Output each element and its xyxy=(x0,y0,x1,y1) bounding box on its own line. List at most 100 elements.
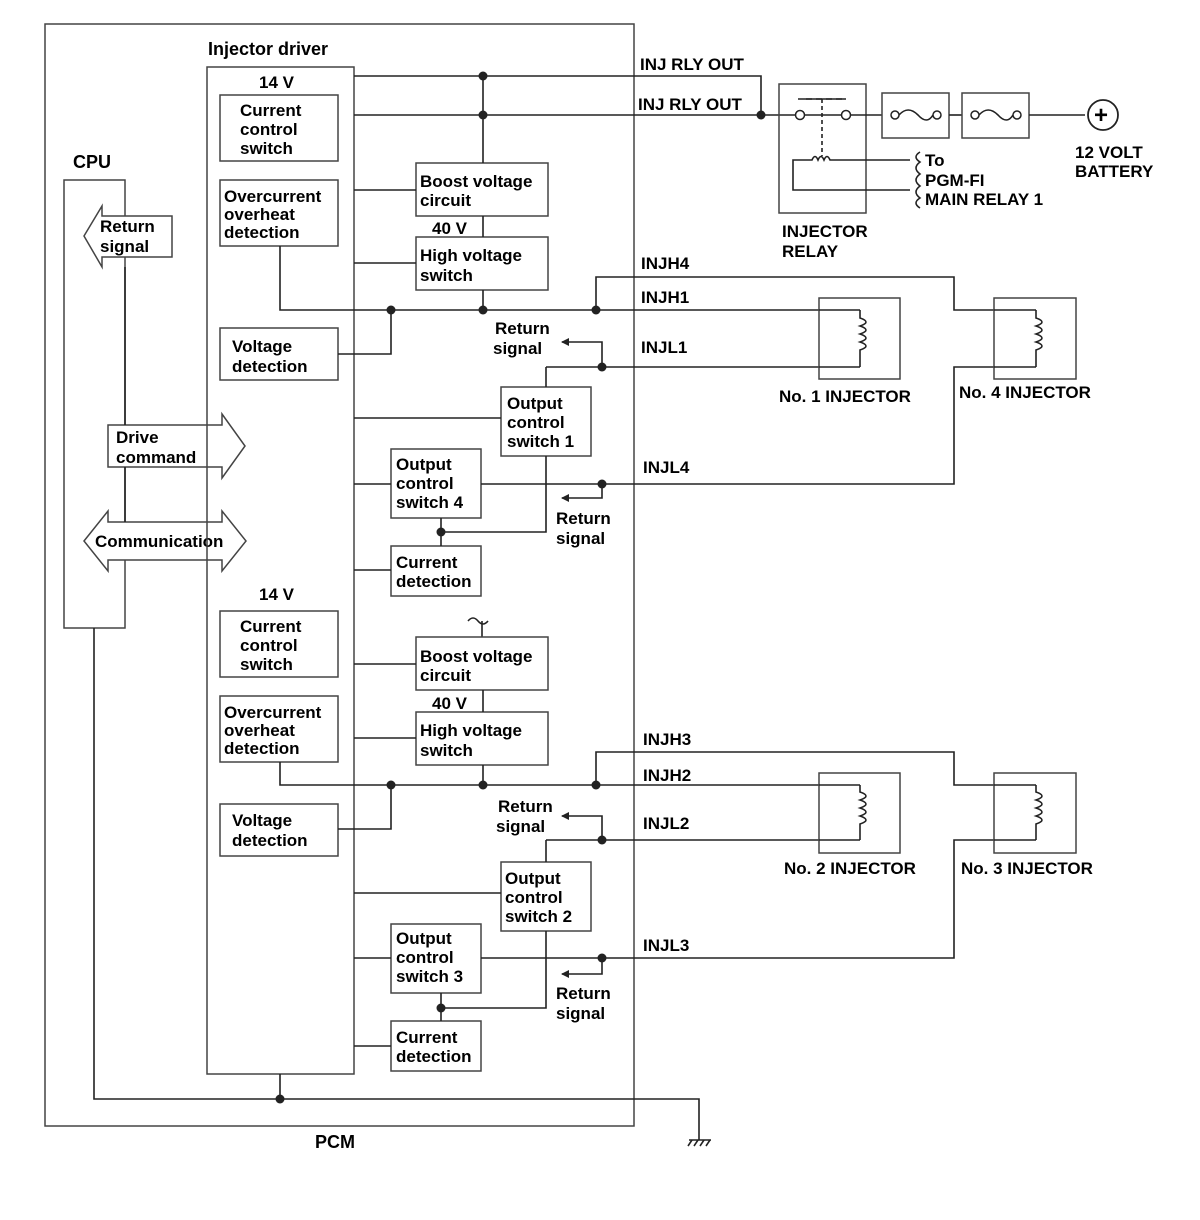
wiring xyxy=(93,75,994,1140)
svg-text:Return: Return xyxy=(495,319,550,338)
injector-relay-label-1: INJECTOR xyxy=(782,222,868,241)
svg-text:Output: Output xyxy=(507,394,563,413)
svg-text:signal: signal xyxy=(556,1004,605,1023)
svg-text:control: control xyxy=(240,636,298,655)
bank-a-boost-voltage-circuit: Boost voltage circuit xyxy=(415,162,549,217)
svg-text:Return: Return xyxy=(498,797,553,816)
cpu-label: CPU xyxy=(73,152,111,172)
inj-rly-out-1-label: INJ RLY OUT xyxy=(640,55,745,74)
injector-driver-label: Injector driver xyxy=(208,39,328,59)
svg-text:Overcurrent: Overcurrent xyxy=(224,187,322,206)
injh3-label: INJH3 xyxy=(643,730,691,749)
no4-injector-label: No. 4 INJECTOR xyxy=(959,383,1091,402)
svg-text:control: control xyxy=(507,413,565,432)
output-control-switch-1: Output control switch 1 xyxy=(500,386,592,457)
fuse-2-icon xyxy=(961,92,1030,139)
svg-text:detection: detection xyxy=(224,223,300,242)
svg-text:detection: detection xyxy=(232,357,308,376)
svg-text:+: + xyxy=(1094,102,1108,129)
inj-rly-out-2-label: INJ RLY OUT xyxy=(638,95,743,114)
bank-a-voltage-detection: Voltage detection xyxy=(219,327,339,381)
svg-text:circuit: circuit xyxy=(420,191,471,210)
injh2-label: INJH2 xyxy=(643,766,691,785)
svg-text:command: command xyxy=(116,448,196,467)
bank-b-boost-voltage-circuit: Boost voltage circuit xyxy=(415,636,549,691)
svg-text:control: control xyxy=(240,120,298,139)
bank-b-14v: 14 V xyxy=(259,585,295,604)
svg-text:Output: Output xyxy=(396,455,452,474)
svg-text:switch: switch xyxy=(420,741,473,760)
bank-b-voltage-detection: Voltage detection xyxy=(219,803,339,857)
bank-b-current-detection: Current detection xyxy=(390,1020,482,1072)
return-signal-arrow: Return signal xyxy=(83,203,173,270)
injector-2 xyxy=(818,772,901,854)
brace-icon xyxy=(915,151,922,209)
relay-to-label: To xyxy=(925,151,945,170)
svg-text:switch: switch xyxy=(420,266,473,285)
pcm-frame xyxy=(44,23,635,1127)
bank-a-current-control-switch: Current control switch xyxy=(219,94,339,162)
bank-b-return-signal-3-label: Return signal xyxy=(556,984,611,1023)
svg-text:Output: Output xyxy=(505,869,561,888)
injl3-label: INJL3 xyxy=(643,936,689,955)
svg-text:overheat: overheat xyxy=(224,721,295,740)
bank-a-return-signal-1-label: Return signal xyxy=(493,319,550,358)
svg-text:Return: Return xyxy=(100,217,155,236)
svg-text:signal: signal xyxy=(556,529,605,548)
svg-text:control: control xyxy=(396,474,454,493)
injector-relay-label-2: RELAY xyxy=(782,242,839,261)
injl2-label: INJL2 xyxy=(643,814,689,833)
svg-text:High voltage: High voltage xyxy=(420,246,522,265)
svg-text:switch 4: switch 4 xyxy=(396,493,464,512)
svg-text:Current: Current xyxy=(240,101,302,120)
injector-1 xyxy=(818,297,901,380)
svg-text:Communication: Communication xyxy=(95,532,223,551)
ground-icon xyxy=(687,1139,711,1147)
battery-label-2: BATTERY xyxy=(1075,162,1154,181)
bank-a-overcurrent-detection: Overcurrent overheat detection xyxy=(219,179,339,247)
svg-text:Current: Current xyxy=(396,1028,458,1047)
bank-a-current-detection: Current detection xyxy=(390,545,482,597)
svg-text:Voltage: Voltage xyxy=(232,811,292,830)
svg-text:switch 1: switch 1 xyxy=(507,432,574,451)
svg-text:switch 3: switch 3 xyxy=(396,967,463,986)
svg-text:Current: Current xyxy=(240,617,302,636)
pcm-label: PCM xyxy=(315,1132,355,1152)
bank-a-14v: 14 V xyxy=(259,73,295,92)
bank-b-current-control-switch: Current control switch xyxy=(219,610,339,678)
svg-text:switch: switch xyxy=(240,655,293,674)
output-control-switch-4: Output control switch 4 xyxy=(390,448,482,519)
injector-4 xyxy=(993,297,1077,380)
svg-text:Boost voltage: Boost voltage xyxy=(420,647,532,666)
svg-text:signal: signal xyxy=(496,817,545,836)
bank-a-return-signal-4-label: Return signal xyxy=(556,509,611,548)
svg-text:Output: Output xyxy=(396,929,452,948)
svg-text:signal: signal xyxy=(493,339,542,358)
svg-text:Return: Return xyxy=(556,509,611,528)
svg-text:Overcurrent: Overcurrent xyxy=(224,703,322,722)
svg-text:detection: detection xyxy=(232,831,308,850)
relay-main-label: MAIN RELAY 1 xyxy=(925,190,1043,209)
svg-text:Return: Return xyxy=(556,984,611,1003)
relay-pgm-label: PGM-FI xyxy=(925,171,985,190)
svg-text:detection: detection xyxy=(224,739,300,758)
output-control-switch-3: Output control switch 3 xyxy=(390,923,482,994)
bank-b-high-voltage-switch: High voltage switch xyxy=(415,711,549,766)
svg-text:overheat: overheat xyxy=(224,205,295,224)
svg-text:High voltage: High voltage xyxy=(420,721,522,740)
bank-b-40v: 40 V xyxy=(432,694,468,713)
svg-text:Drive: Drive xyxy=(116,428,159,447)
injector-relay xyxy=(778,83,910,214)
bank-b-boost-waveform-icon xyxy=(467,617,489,625)
svg-text:Voltage: Voltage xyxy=(232,337,292,356)
svg-text:control: control xyxy=(396,948,454,967)
no1-injector-label: No. 1 INJECTOR xyxy=(779,387,911,406)
bank-a-high-voltage-switch: High voltage switch xyxy=(415,236,549,291)
injector-3 xyxy=(993,772,1077,854)
svg-text:detection: detection xyxy=(396,572,472,591)
no3-injector-label: No. 3 INJECTOR xyxy=(961,859,1093,878)
output-control-switch-2: Output control switch 2 xyxy=(500,861,592,932)
communication-arrow: Communication xyxy=(83,508,247,574)
bank-a-40v: 40 V xyxy=(432,219,468,238)
